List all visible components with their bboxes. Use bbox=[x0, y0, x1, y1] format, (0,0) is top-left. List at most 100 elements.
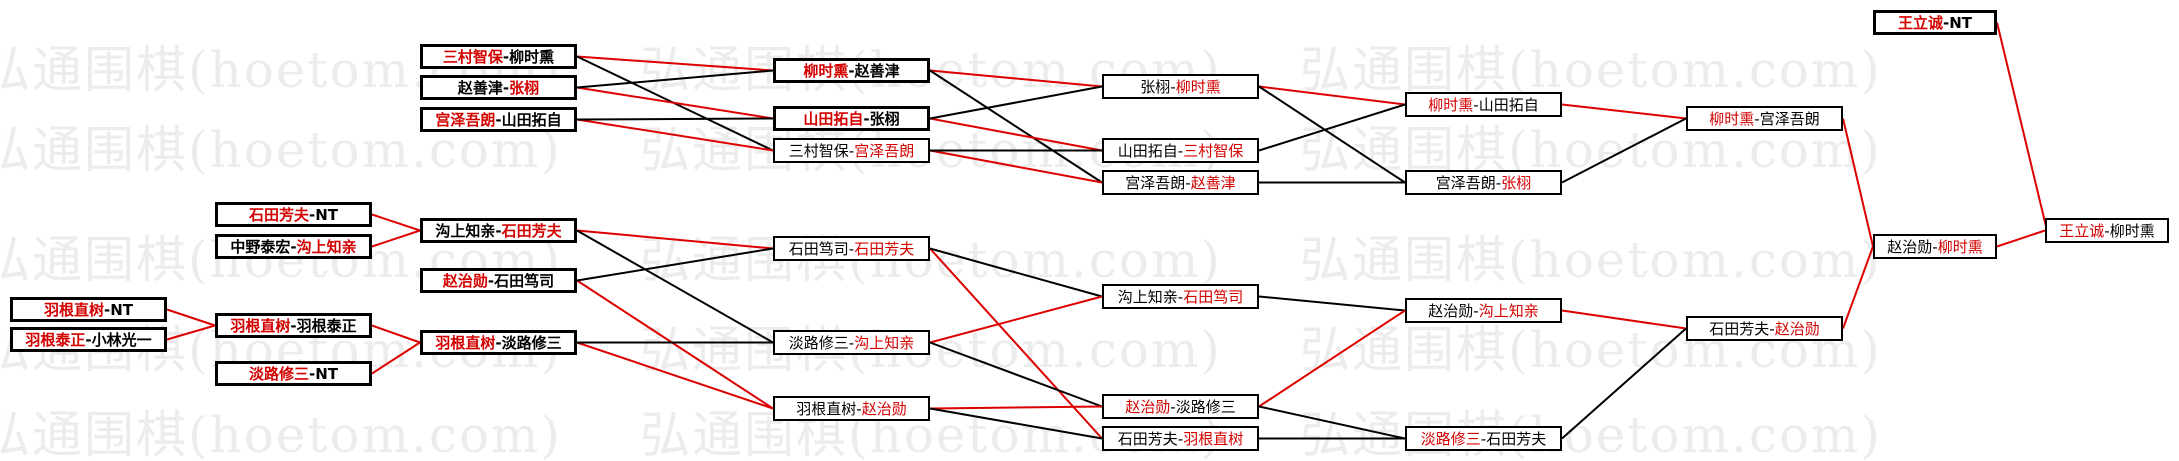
player-name: 柳时熏 bbox=[1175, 78, 1221, 96]
separator: - bbox=[1170, 398, 1176, 416]
separator: - bbox=[848, 62, 855, 80]
player-name: 沟上知亲 bbox=[1117, 288, 1178, 306]
player-name: 沟上知亲 bbox=[1478, 302, 1539, 320]
loser-line bbox=[576, 117, 774, 121]
winner-line bbox=[576, 86, 774, 120]
player-name: 三村智保 bbox=[442, 48, 503, 66]
separator: - bbox=[1177, 142, 1184, 160]
player-name: 赵治勋 bbox=[1125, 398, 1171, 416]
player-name: 沟上知亲 bbox=[296, 238, 357, 256]
winner-line bbox=[371, 229, 421, 248]
winner-line bbox=[929, 69, 1103, 88]
player-name: 张栩 bbox=[1501, 174, 1532, 192]
player-name: 石田芳夫 bbox=[1486, 430, 1547, 448]
separator: - bbox=[1932, 238, 1938, 256]
player-name: 赵治勋 bbox=[442, 272, 488, 290]
match-box: 石田芳夫-羽根直树 bbox=[1102, 426, 1259, 451]
winner-line bbox=[929, 405, 1103, 410]
player-name: 宫泽吾朗 bbox=[1125, 174, 1186, 192]
separator: - bbox=[1754, 110, 1760, 128]
player-name: 王立诚 bbox=[1897, 14, 1943, 32]
player-name: 山田拓自 bbox=[803, 110, 864, 128]
player-name: 羽根直树 bbox=[435, 334, 496, 352]
loser-line bbox=[576, 247, 774, 282]
player-name: 宫泽吾朗 bbox=[854, 142, 915, 160]
player-name: 山田拓自 bbox=[501, 111, 562, 129]
player-name: 赵治勋 bbox=[1887, 238, 1933, 256]
player-name: 石田笃司 bbox=[1183, 288, 1244, 306]
player-name: 柳时熏 bbox=[1709, 110, 1755, 128]
match-box: 柳时熏-赵善津 bbox=[773, 58, 930, 83]
winner-line bbox=[1258, 309, 1406, 408]
match-box: 羽根直树-羽根泰正 bbox=[215, 313, 372, 338]
player-name: 石田笃司 bbox=[494, 272, 555, 290]
player-name: NT bbox=[1949, 14, 1973, 32]
watermark-text: 弘通围棋(hoetom.com) bbox=[1300, 406, 1882, 461]
player-name: 石田芳夫 bbox=[854, 240, 915, 258]
loser-line bbox=[929, 247, 1103, 298]
separator: - bbox=[85, 331, 92, 349]
separator: - bbox=[502, 48, 510, 66]
match-box: 淡路修三-沟上知亲 bbox=[773, 330, 930, 355]
player-name: 羽根泰正 bbox=[25, 331, 86, 349]
separator: - bbox=[487, 272, 495, 290]
loser-line bbox=[929, 407, 1103, 440]
player-name: 三村智保 bbox=[788, 142, 849, 160]
loser-line bbox=[1561, 327, 1687, 440]
loser-line bbox=[1258, 405, 1406, 440]
player-name: 山田拓自 bbox=[1478, 96, 1539, 114]
player-name: 赵善津 bbox=[1190, 174, 1236, 192]
loser-line bbox=[576, 69, 774, 89]
match-box: 中野泰宏-沟上知亲 bbox=[215, 234, 372, 259]
player-name: 羽根直树 bbox=[230, 317, 291, 335]
player-name: 淡路修三 bbox=[1420, 430, 1481, 448]
loser-line bbox=[1258, 85, 1406, 184]
player-name: 沟上知亲 bbox=[435, 222, 496, 240]
player-name: 淡路修三 bbox=[501, 334, 562, 352]
player-name: 赵治勋 bbox=[1428, 302, 1474, 320]
separator: - bbox=[1170, 78, 1176, 96]
match-box: 王立诚-NT bbox=[1873, 10, 1997, 35]
winner-line bbox=[166, 308, 216, 327]
match-box: 淡路修三-NT bbox=[215, 361, 372, 386]
separator: - bbox=[290, 238, 297, 256]
separator: - bbox=[290, 317, 297, 335]
separator: - bbox=[1177, 430, 1184, 448]
winner-line bbox=[1842, 246, 1874, 329]
separator: - bbox=[495, 111, 502, 129]
separator: - bbox=[103, 301, 111, 319]
winner-line bbox=[576, 229, 774, 250]
winner-line bbox=[929, 247, 1103, 440]
player-name: 石田芳夫 bbox=[501, 222, 562, 240]
player-name: 柳时熏 bbox=[803, 62, 849, 80]
match-box: 羽根直树-赵治勋 bbox=[773, 396, 930, 421]
loser-line bbox=[929, 85, 1103, 120]
match-box: 淡路修三-石田芳夫 bbox=[1405, 426, 1562, 451]
match-box: 赵治勋-柳时熏 bbox=[1873, 234, 1997, 259]
loser-line bbox=[929, 69, 1103, 184]
winner-line bbox=[1258, 85, 1406, 106]
winner-line bbox=[166, 324, 216, 341]
loser-line bbox=[1258, 103, 1406, 152]
match-box: 石田笃司-石田芳夫 bbox=[773, 236, 930, 261]
loser-line bbox=[1258, 295, 1406, 312]
player-name: NT bbox=[315, 206, 339, 224]
separator: - bbox=[1942, 14, 1950, 32]
player-name: 张栩 bbox=[509, 79, 540, 97]
match-box: 赵善津-张栩 bbox=[420, 75, 577, 100]
match-box: 羽根直树-淡路修三 bbox=[420, 330, 577, 355]
player-name: 宫泽吾朗 bbox=[1435, 174, 1496, 192]
player-name: 羽根直树 bbox=[1183, 430, 1244, 448]
player-name: 张栩 bbox=[869, 110, 900, 128]
separator: - bbox=[495, 222, 502, 240]
separator: - bbox=[863, 110, 870, 128]
match-box: 王立诚-柳时熏 bbox=[2045, 218, 2169, 243]
separator: - bbox=[848, 240, 855, 258]
winner-line bbox=[371, 341, 421, 375]
separator: - bbox=[1495, 174, 1502, 192]
player-name: 赵善津 bbox=[854, 62, 900, 80]
winner-line bbox=[576, 279, 774, 410]
separator: - bbox=[856, 400, 862, 418]
match-box: 山田拓自-三村智保 bbox=[1102, 138, 1259, 163]
match-box: 羽根直树-NT bbox=[10, 297, 167, 322]
